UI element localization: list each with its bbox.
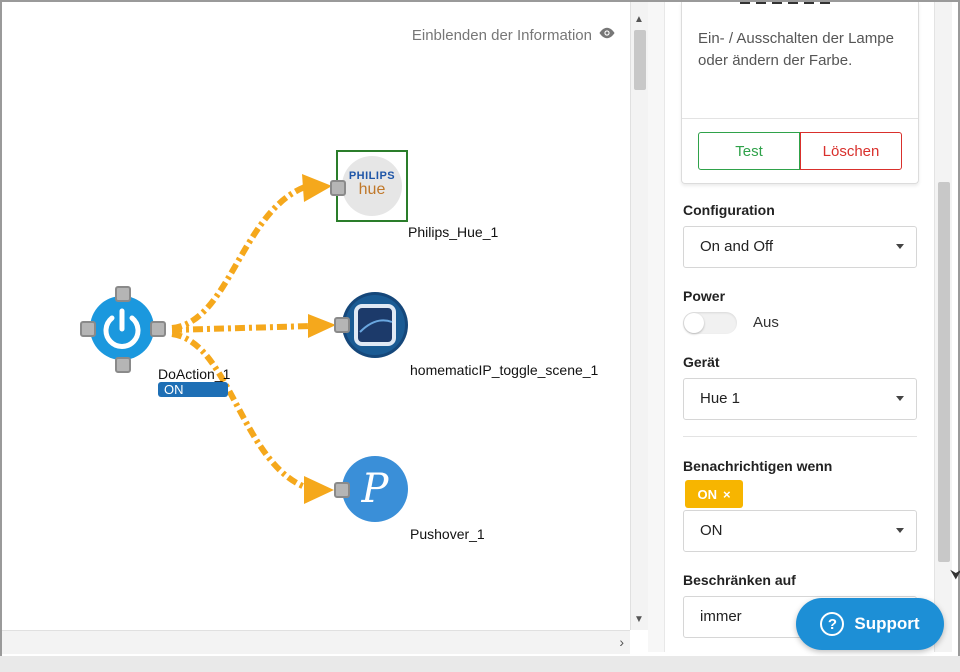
panel-gutter (648, 2, 664, 652)
notify-label: Benachrichtigen wenn (683, 458, 833, 474)
edge-to-homematic (171, 323, 313, 333)
mouse-cursor-icon: ⮟ (950, 566, 960, 582)
test-button[interactable]: Test (698, 132, 800, 170)
philips-hue-node[interactable]: PHILIPS hue (336, 150, 408, 222)
panel-vertical-scrollbar[interactable] (934, 2, 952, 652)
device-label: Gerät (683, 354, 720, 370)
chevron-down-icon (896, 396, 904, 401)
node-info-card: Ein- / Ausschalten der Lampe oder ändern… (681, 2, 919, 184)
philips-hue-logo: PHILIPS hue (342, 156, 402, 216)
notify-chip-on[interactable]: ON × (685, 480, 743, 508)
philips-hue-label: Philips_Hue_1 (408, 224, 499, 240)
doaction-port-bottom[interactable] (115, 357, 131, 373)
power-toggle[interactable] (683, 312, 737, 334)
node-description: Ein- / Ausschalten der Lampe oder ändern… (698, 30, 894, 69)
edge-arrow-pushover (304, 476, 334, 504)
card-separator (682, 118, 918, 119)
power-toggle-state: Aus (753, 314, 779, 331)
restrict-value: immer (700, 608, 742, 625)
chevron-down-icon (896, 528, 904, 533)
close-icon[interactable]: × (722, 486, 731, 502)
notify-value: ON (700, 522, 723, 539)
canvas-vertical-scrollbar[interactable]: ▲ ▼ (630, 2, 648, 630)
hue-logo-text: hue (358, 181, 386, 198)
flow-edges (171, 174, 336, 504)
notify-chip-text: ON (697, 486, 717, 502)
doaction-label: DoAction_1 (158, 366, 231, 382)
doaction-node[interactable] (90, 296, 154, 360)
eye-icon (598, 24, 616, 46)
edge-arrow-philips-hue (302, 174, 332, 202)
support-label: Support (854, 614, 920, 633)
configuration-label: Configuration (683, 202, 775, 218)
homematic-label: homematicIP_toggle_scene_1 (410, 362, 599, 378)
window-bottom-bar (0, 656, 960, 672)
help-icon: ? (820, 612, 845, 636)
chevron-down-icon (896, 244, 904, 249)
panel-divider (683, 436, 917, 437)
notify-select[interactable]: ON (683, 510, 917, 552)
canvas-scroll-thumb[interactable] (634, 30, 646, 90)
edge-arrow-homematic (308, 314, 336, 338)
scroll-right-icon[interactable]: › (619, 634, 624, 650)
scroll-up-icon[interactable]: ▲ (634, 14, 644, 25)
doaction-port-right[interactable] (150, 321, 166, 337)
power-icon (103, 308, 141, 349)
pushover-port-left[interactable] (334, 482, 350, 498)
philips-hue-port-left[interactable] (330, 180, 346, 196)
pushover-logo-letter: P (361, 466, 389, 512)
edge-to-pushover (171, 331, 315, 493)
edge-to-philips-hue (171, 181, 315, 331)
doaction-port-left[interactable] (80, 321, 96, 337)
power-toggle-knob (684, 313, 704, 333)
device-select[interactable]: Hue 1 (683, 378, 917, 420)
configuration-value: On and Off (700, 238, 774, 255)
show-information-label: Einblenden der Information (411, 26, 592, 44)
homematic-port-left[interactable] (334, 317, 350, 333)
configuration-select[interactable]: On and Off (683, 226, 917, 268)
doaction-status-badge: ON (158, 382, 228, 397)
power-label: Power (683, 288, 726, 304)
pushover-node[interactable]: P (342, 456, 408, 522)
panel-scroll-thumb[interactable] (938, 182, 950, 562)
scroll-down-icon[interactable]: ▼ (634, 614, 644, 625)
doaction-port-top[interactable] (115, 286, 131, 302)
delete-button[interactable]: Löschen (800, 132, 902, 170)
restrict-label: Beschränken auf (683, 572, 796, 588)
device-value: Hue 1 (700, 390, 741, 407)
canvas-horizontal-scrollbar[interactable]: › (2, 630, 630, 654)
pushover-label: Pushover_1 (410, 526, 485, 542)
support-button[interactable]: ? Support (796, 598, 944, 650)
philips-logo-text: PHILIPS (348, 170, 396, 182)
properties-panel: Ein- / Ausschalten der Lampe oder ändern… (664, 2, 934, 652)
card-title-clipped (740, 2, 830, 4)
flow-canvas[interactable]: Einblenden der Information DoAction_1 ON (2, 2, 630, 630)
show-information-toggle[interactable]: Einblenden der Information (412, 24, 616, 46)
homematic-node[interactable] (342, 292, 408, 358)
homematic-icon (345, 295, 405, 355)
